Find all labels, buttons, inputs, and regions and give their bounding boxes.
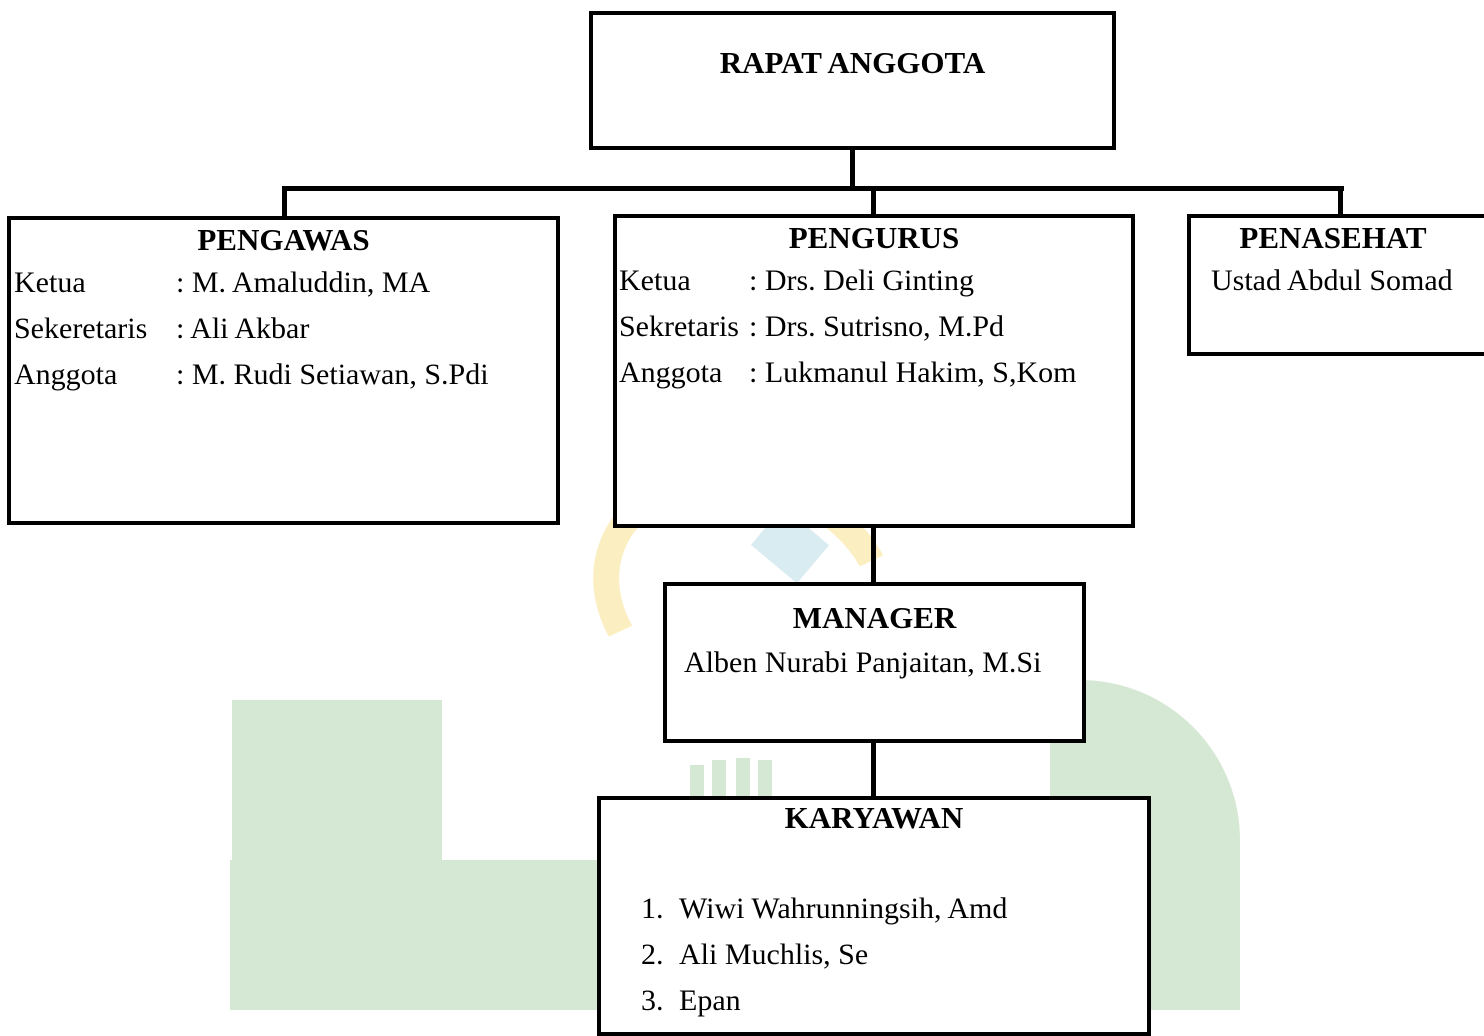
- row-value: : M. Rudi Setiawan, S.Pdi: [176, 358, 489, 391]
- row-key: Sekretaris: [619, 310, 739, 343]
- pengurus-box: PENGURUS Ketua : Drs. Deli Ginting Sekre…: [613, 214, 1135, 528]
- list-name: Ali Muchlis, Se: [679, 938, 869, 971]
- row-value: : Drs. Deli Ginting: [749, 264, 974, 297]
- row-key: Anggota: [14, 358, 118, 391]
- list-name: Epan: [679, 984, 741, 1017]
- connector-line: [282, 186, 287, 220]
- list-name: Wiwi Wahrunningsih, Amd: [679, 892, 1008, 925]
- manager-box: MANAGER Alben Nurabi Panjaitan, M.Si: [663, 582, 1086, 743]
- row-key: Ketua: [14, 266, 86, 299]
- pengawas-title: PENGAWAS: [197, 222, 370, 257]
- manager-title: MANAGER: [792, 600, 957, 635]
- list-number: 3.: [641, 984, 664, 1017]
- penasehat-box: PENASEHAT Ustad Abdul Somad: [1187, 214, 1484, 356]
- list-number: 1.: [641, 892, 664, 925]
- row-key: Anggota: [619, 356, 723, 389]
- pengawas-box: PENGAWAS Ketua : M. Amaluddin, MA Sekere…: [7, 216, 560, 525]
- row-key: Sekeretaris: [14, 312, 148, 345]
- penasehat-title: PENASEHAT: [1239, 220, 1427, 255]
- connector-line: [871, 186, 876, 218]
- penasehat-name: Ustad Abdul Somad: [1211, 264, 1453, 297]
- pengurus-title: PENGURUS: [788, 220, 960, 255]
- rapat-anggota-box: RAPAT ANGGOTA: [589, 11, 1116, 150]
- rapat-anggota-title: RAPAT ANGGOTA: [719, 45, 986, 80]
- connector-line: [850, 146, 855, 190]
- connector-line: [282, 186, 1344, 191]
- row-value: : Drs. Sutrisno, M.Pd: [749, 310, 1005, 343]
- row-key: Ketua: [619, 264, 691, 297]
- list-number: 2.: [641, 938, 664, 971]
- karyawan-box: KARYAWAN 1. Wiwi Wahrunningsih, Amd 2. A…: [597, 796, 1151, 1036]
- row-value: : Lukmanul Hakim, S,Kom: [749, 356, 1077, 389]
- row-value: : M. Amaluddin, MA: [176, 266, 431, 299]
- connector-line: [871, 524, 876, 586]
- row-value: : Ali Akbar: [176, 312, 310, 345]
- connector-line: [1338, 186, 1343, 218]
- karyawan-title: KARYAWAN: [784, 800, 964, 835]
- connector-line: [871, 740, 876, 800]
- manager-name: Alben Nurabi Panjaitan, M.Si: [684, 646, 1042, 679]
